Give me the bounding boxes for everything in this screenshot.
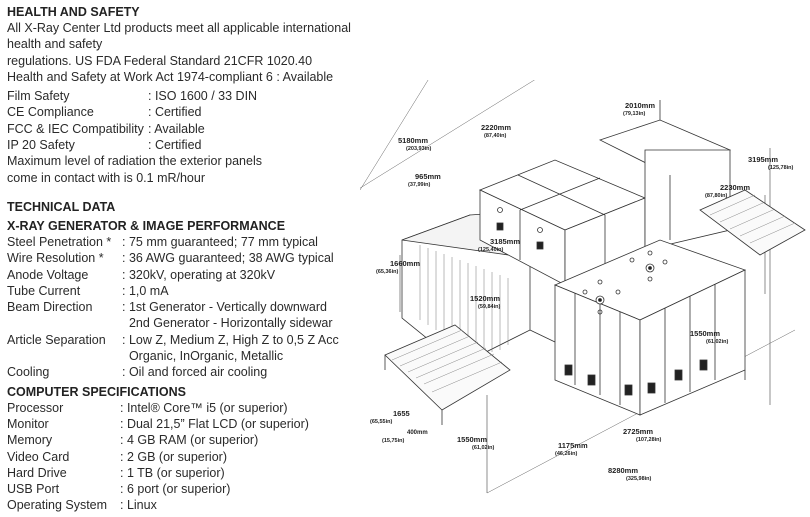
- health-safety-specs: Film Safety : ISO 1600 / 33 DIN CE Compli…: [7, 88, 367, 153]
- spec-label: Tube Current: [7, 283, 81, 298]
- machine-drawing: [360, 80, 806, 494]
- computer-specs: Processor : Intel® Core™ i5 (or superior)…: [7, 400, 367, 514]
- dim-line-diag: [360, 80, 535, 189]
- spec-row: Tube Current : 1,0 mA: [7, 283, 352, 299]
- spec-row: USB Port : 6 port (or superior): [7, 481, 367, 497]
- health-safety-line: regulations. US FDA Federal Standard 21C…: [7, 53, 313, 68]
- spec-value: : Intel® Core™ i5 (or superior): [120, 400, 288, 415]
- spec-value: : 320kV, operating at 320kV: [122, 267, 276, 282]
- spec-label: Article Separation: [7, 332, 106, 347]
- dim-label: 3185mm(125,40in): [478, 237, 521, 254]
- spec-value: : Certified: [148, 105, 202, 120]
- spec-value: : Dual 21,5” Flat LCD (or superior): [120, 416, 309, 431]
- spec-label: IP 20 Safety: [7, 138, 75, 153]
- dim-label: 2230mm(87,80in): [705, 183, 751, 200]
- dim-label: 8280mm(325,98in): [608, 466, 652, 483]
- spec-row: Processor : Intel® Core™ i5 (or superior): [7, 400, 367, 416]
- spec-row: CE Compliance : Certified: [7, 104, 367, 120]
- spec-row: Organic, InOrganic, Metallic: [7, 348, 352, 364]
- port-icon: [497, 207, 503, 213]
- spec-label: Anode Voltage: [7, 267, 89, 282]
- spec-row: Operating System : Linux: [7, 497, 367, 513]
- spec-row: Cooling : Oil and forced air cooling: [7, 364, 352, 380]
- spec-label: Film Safety: [7, 89, 70, 104]
- spec-row: Article Separation : Low Z, Medium Z, Hig…: [7, 332, 352, 348]
- spec-row: Wire Resolution * : 36 AWG guaranteed; 38…: [7, 250, 352, 266]
- spec-row: Film Safety : ISO 1600 / 33 DIN: [7, 88, 367, 104]
- spec-label: FCC & IEC Compatibility: [7, 121, 144, 136]
- radiation-line: Maximum level of radiation the exterior …: [7, 154, 262, 169]
- health-safety-heading: HEALTH AND SAFETY: [7, 5, 140, 19]
- spec-row: Monitor : Dual 21,5” Flat LCD (or superio…: [7, 416, 367, 432]
- spec-row: FCC & IEC Compatibility : Available: [7, 121, 367, 137]
- spec-column: HEALTH AND SAFETY All X-Ray Center Ltd p…: [7, 4, 367, 514]
- spec-label: [7, 348, 122, 364]
- dim-label: 1520mm(59,84in): [470, 294, 501, 311]
- spec-value: : 36 AWG guaranteed; 38 AWG typical: [122, 251, 334, 266]
- spec-label: USB Port: [7, 482, 60, 497]
- health-safety-line: All X-Ray Center Ltd products meet all a…: [7, 21, 351, 52]
- spec-value: : ISO 1600 / 33 DIN: [148, 89, 258, 104]
- radiation-line: come in contact with is 0.1 mR/hour: [7, 170, 205, 185]
- spec-row: 2nd Generator - Horizontally sidewar: [7, 315, 352, 331]
- spec-value: : Oil and forced air cooling: [122, 365, 268, 380]
- entrance-conveyor: [384, 324, 511, 411]
- dim-label: 1655(65,55in): [370, 409, 410, 426]
- spec-label: Cooling: [7, 365, 50, 380]
- dim-label: 1660mm(65,36in): [376, 259, 421, 276]
- computer-heading: COMPUTER SPECIFICATIONS: [7, 384, 186, 399]
- spec-label: Memory: [7, 433, 53, 448]
- spec-value: : 1,0 mA: [122, 283, 169, 298]
- spec-label: Processor: [7, 400, 64, 415]
- spec-label: [7, 315, 122, 331]
- technical-data-section: TECHNICAL DATA X-RAY GENERATOR & IMAGE P…: [7, 199, 367, 514]
- dim-label: 3195mm(125,78in): [748, 155, 794, 172]
- exit-conveyor: [699, 189, 806, 256]
- spec-label: Steel Penetration *: [7, 234, 112, 249]
- xray-specs: Steel Penetration * : 75 mm guaranteed; 7…: [7, 234, 352, 381]
- dim-label: 2010mm(79,13in): [623, 101, 656, 118]
- spec-label: Video Card: [7, 449, 70, 464]
- dim-label: 2725mm(107,28in): [623, 427, 662, 444]
- spec-value: : 6 port (or superior): [120, 482, 231, 497]
- dim-line-5180: [360, 80, 429, 191]
- dim-label: 1175mm(46,26in): [555, 441, 588, 458]
- spec-value: : 1st Generator - Vertically downward: [122, 300, 327, 315]
- spec-row: IP 20 Safety : Certified: [7, 137, 367, 153]
- health-safety-line: Health and Safety at Work Act 1974-compl…: [7, 69, 334, 84]
- spec-row: Video Card : 2 GB (or superior): [7, 449, 367, 465]
- spec-value: : 4 GB RAM (or superior): [120, 433, 259, 448]
- dim-label: 2220mm(87,40in): [481, 123, 512, 140]
- spec-label: Operating System: [7, 498, 108, 513]
- spec-label: Beam Direction: [7, 300, 93, 315]
- spec-label: CE Compliance: [7, 105, 94, 120]
- spec-value: : Available: [148, 121, 205, 136]
- spec-label: Monitor: [7, 416, 49, 431]
- spec-value: 2nd Generator - Horizontally sidewar: [122, 316, 333, 331]
- dim-label: 1550mm(61,02in): [690, 329, 729, 346]
- spec-row: Steel Penetration * : 75 mm guaranteed; 7…: [7, 234, 352, 250]
- spec-value: : 2 GB (or superior): [120, 449, 227, 464]
- spec-value: : 1 TB (or superior): [120, 465, 225, 480]
- spec-row: Hard Drive : 1 TB (or superior): [7, 465, 367, 481]
- xray-machine-diagram: 5180mm(203,93in) 2220mm(87,40in) 965mm(3…: [360, 80, 810, 517]
- spec-label: Wire Resolution *: [7, 251, 104, 266]
- spec-value: Organic, InOrganic, Metallic: [122, 349, 284, 364]
- spec-value: : Linux: [120, 498, 157, 513]
- spec-row: Memory : 4 GB RAM (or superior): [7, 432, 367, 448]
- spec-row: Beam Direction : 1st Generator - Vertical…: [7, 299, 352, 315]
- spec-row: Anode Voltage : 320kV, operating at 320kV: [7, 267, 352, 283]
- spec-value: : Low Z, Medium Z, High Z to 0,5 Z Acc: [122, 332, 339, 347]
- dim-label: 965mm(37,99in): [408, 172, 441, 189]
- spec-value: : Certified: [148, 138, 202, 153]
- spec-value: : 75 mm guaranteed; 77 mm typical: [122, 234, 318, 249]
- dim-label: 400mm(15,75in): [382, 430, 428, 444]
- xray-heading: X-RAY GENERATOR & IMAGE PERFORMANCE: [7, 218, 286, 233]
- dim-label: 1550mm(61,02in): [457, 435, 495, 452]
- technical-data-heading: TECHNICAL DATA: [7, 199, 116, 214]
- dim-label: 5180mm(203,93in): [398, 136, 432, 153]
- spec-label: Hard Drive: [7, 465, 67, 480]
